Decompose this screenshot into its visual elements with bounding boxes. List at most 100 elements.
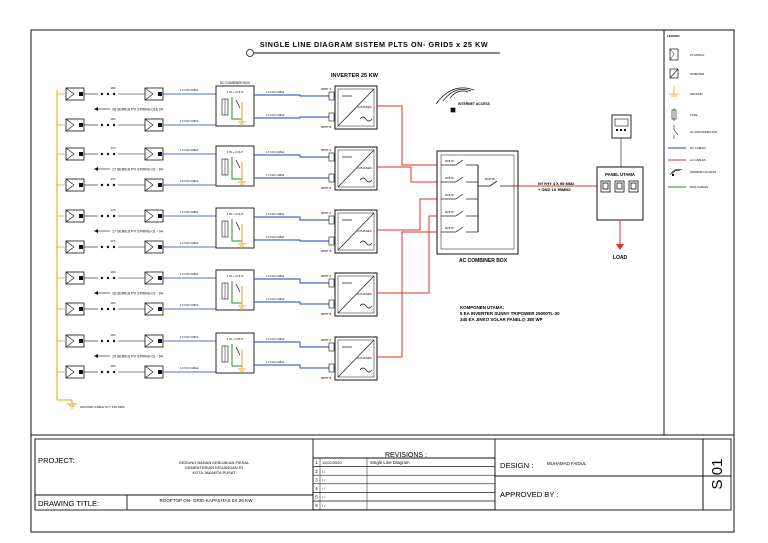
legend-wave bbox=[671, 170, 681, 175]
mppt-a-terminal bbox=[328, 342, 335, 352]
series-dot bbox=[106, 123, 110, 127]
pv-module-terminal bbox=[79, 123, 83, 127]
series-dot bbox=[106, 307, 110, 311]
series-dot bbox=[100, 152, 104, 156]
inverter-icon bbox=[669, 68, 679, 79]
pv-module-icon bbox=[65, 118, 85, 132]
revision-no: 5 bbox=[315, 495, 318, 500]
title-marker-icon bbox=[246, 49, 254, 57]
series-dots bbox=[100, 339, 116, 343]
revision-row-frame bbox=[312, 474, 496, 485]
mppt-b-terminal bbox=[328, 112, 335, 122]
dc-feed-b bbox=[254, 116, 329, 119]
internet-access-icon bbox=[435, 87, 475, 113]
pv-module-terminal bbox=[158, 183, 162, 187]
revision-date: / / bbox=[322, 477, 326, 482]
pv-module-diagonal bbox=[144, 240, 154, 254]
series-dot bbox=[100, 183, 104, 187]
pv-module-icon bbox=[144, 87, 164, 101]
series-count-label: 18X bbox=[110, 86, 115, 90]
mppt-b-terminal bbox=[328, 363, 335, 373]
pv-module-diagonal bbox=[144, 87, 154, 101]
series-dot bbox=[100, 339, 104, 343]
dc-cable-label: 4 X 6 DC CABLE bbox=[180, 211, 199, 214]
main-cable-label-2: + GND 1X 95MM2 bbox=[538, 187, 572, 192]
revision-row-frame bbox=[312, 483, 496, 493]
pv-module-diagonal bbox=[65, 302, 75, 316]
breaker-label: MCB 3P bbox=[445, 194, 454, 197]
dc-combiner-caption: DC COMBINER BOX bbox=[220, 81, 251, 85]
drawing-title: ROOFTOP ON- GRID KAPASITAS 5X 25 KW bbox=[159, 498, 253, 503]
series-dots bbox=[100, 152, 116, 156]
legend-label: INTERNET ACCESS bbox=[690, 170, 716, 174]
breaker-label: MCB 3P bbox=[445, 160, 454, 163]
monitoring-device bbox=[611, 114, 632, 139]
pv-module-terminal bbox=[158, 92, 162, 96]
mppt-b-label: MPPT B bbox=[321, 125, 331, 129]
mppt-b-label: MPPT B bbox=[321, 312, 331, 316]
dc-cable-label: 4 X 6 DC CABLE bbox=[266, 91, 285, 94]
legend-label: PV MODUL bbox=[690, 53, 705, 57]
dc-feed-b bbox=[254, 301, 329, 305]
pv-module-icon bbox=[65, 365, 85, 379]
series-dot bbox=[112, 339, 116, 343]
fuse-icon bbox=[671, 108, 677, 121]
series-dots bbox=[100, 370, 116, 374]
dc-cable-label: 4 X 6 DC CABLE bbox=[180, 273, 199, 276]
legend-inv-diag bbox=[669, 68, 679, 79]
revisions-label: REVISIONS : bbox=[385, 452, 427, 459]
breaker-label: MCB 3P bbox=[445, 177, 454, 180]
series-dot bbox=[100, 214, 104, 218]
series-count-label: 16X bbox=[110, 364, 115, 368]
series-count-label: 18X bbox=[110, 117, 115, 121]
inverter-title: INVERTER 25 KW bbox=[331, 73, 379, 79]
inverter-inner bbox=[337, 149, 375, 188]
dc-combiner-io-label: 4 IN + 4 OUT bbox=[227, 150, 244, 154]
panel-utama-box bbox=[596, 166, 644, 221]
title-block bbox=[34, 438, 704, 511]
dc-cable-label: 4 X 6 DC CABLE bbox=[266, 213, 285, 216]
revision-row: 3/ / bbox=[312, 474, 496, 485]
mppt-a-label: MPPT A bbox=[321, 148, 331, 152]
series-dot bbox=[100, 245, 104, 249]
project-label: PROJECT: bbox=[38, 456, 75, 465]
inverter-inner bbox=[337, 88, 375, 127]
main-breaker bbox=[478, 180, 518, 187]
dc-combiner-io-label: 4 IN + 4 OUT bbox=[227, 337, 244, 341]
monitoring-screen bbox=[614, 118, 629, 127]
dc-combiner-box: 4 IN + 4 OUT bbox=[215, 207, 255, 249]
pv-module-diagonal bbox=[65, 334, 75, 348]
pv-module-icon bbox=[144, 209, 164, 223]
inverter-diagonal bbox=[337, 275, 375, 314]
series-dots bbox=[100, 123, 116, 127]
pv-module-icon bbox=[65, 87, 85, 101]
sheet-number-box bbox=[702, 438, 732, 511]
mppt-a-label: MPPT A bbox=[321, 211, 331, 215]
legend-label: AC DISCONNECTOR bbox=[690, 130, 717, 134]
outer-border bbox=[30, 29, 735, 533]
pv-module-diagonal bbox=[65, 365, 75, 379]
inverter-inner bbox=[337, 339, 375, 378]
dc-surge-path bbox=[231, 157, 242, 180]
pv-module-diagonal bbox=[65, 87, 75, 101]
legend-label: FUSE bbox=[690, 113, 698, 117]
dc-feed-b bbox=[254, 364, 329, 369]
series-count-label: 17X bbox=[110, 239, 115, 243]
pv-module-terminal bbox=[158, 152, 162, 156]
series-dot bbox=[100, 276, 104, 280]
ac-combiner-inner bbox=[440, 154, 515, 250]
pv-module-icon bbox=[669, 48, 679, 61]
dc-switch-icon bbox=[235, 283, 241, 293]
pv-module-diagonal bbox=[144, 365, 154, 379]
breaker-blade bbox=[455, 176, 464, 183]
series-dot bbox=[112, 92, 116, 96]
ac-feed bbox=[377, 231, 441, 358]
dc-combiner-box: 4 IN + 4 OUT bbox=[215, 269, 255, 311]
inverter-phase-label: 3 PHASES bbox=[357, 292, 372, 296]
legend-row: PV MODUL bbox=[669, 48, 705, 61]
